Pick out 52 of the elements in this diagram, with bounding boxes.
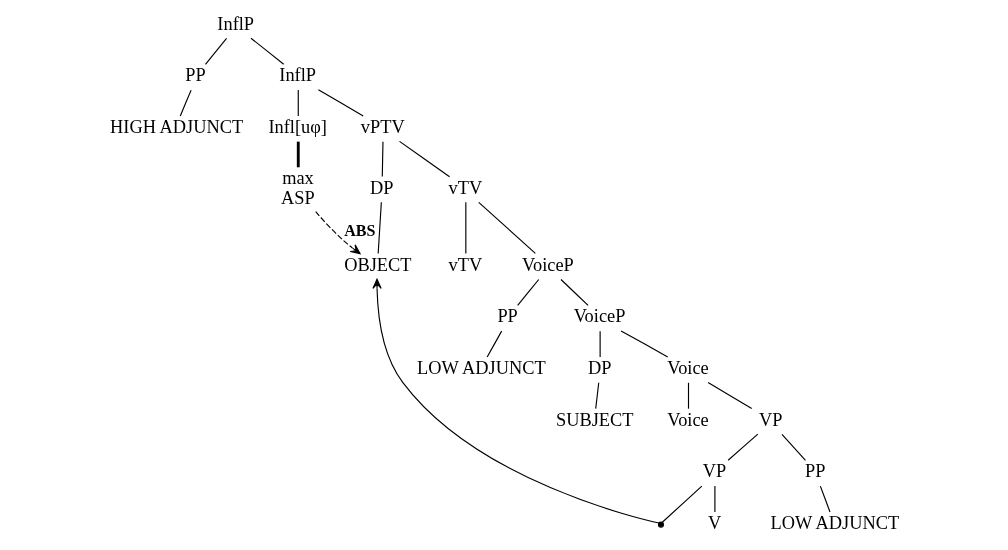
node-text: LOW ADJUNCT	[770, 513, 900, 533]
connector	[560, 278, 589, 306]
arrow	[315, 211, 361, 255]
node-text: vTV	[448, 177, 483, 198]
connector	[620, 330, 669, 358]
connector	[595, 382, 600, 410]
node-text: SUBJECT	[555, 409, 634, 430]
node-text: DP	[370, 177, 394, 198]
connector	[250, 37, 285, 65]
node-text: Voice	[667, 358, 709, 379]
connector	[381, 141, 384, 178]
node-text: HIGH ADJUNCT	[110, 117, 244, 138]
connector	[714, 485, 716, 513]
node-text: OBJECT	[344, 254, 412, 275]
connector	[297, 89, 299, 117]
node-text: LOW ADJUNCT	[417, 358, 546, 379]
node-text: Voice	[667, 409, 709, 430]
node-text: vPTV	[360, 117, 405, 138]
connector	[599, 330, 601, 358]
connector	[398, 140, 451, 178]
connector	[727, 433, 759, 461]
connector	[781, 433, 807, 461]
node-text: InflP	[217, 13, 255, 34]
node-text: vTV	[448, 254, 483, 275]
node-text: PP	[497, 306, 518, 327]
node-text: DP	[588, 358, 612, 379]
connector	[296, 141, 300, 168]
node-point	[657, 521, 664, 528]
node-text: VP	[702, 461, 727, 482]
node-text: max ASP	[281, 167, 315, 209]
connector	[687, 382, 690, 410]
connector	[377, 201, 382, 254]
connector	[317, 89, 364, 117]
node-text: PP	[805, 461, 826, 482]
node-text: V	[708, 513, 722, 533]
edge-label: ABS	[344, 221, 376, 239]
node-text: InflP	[279, 65, 317, 86]
connector	[819, 485, 831, 513]
node-text: PP	[185, 65, 206, 86]
connector	[179, 89, 192, 117]
connector	[707, 381, 753, 410]
connector	[465, 201, 467, 254]
node-text: Infl[uφ]	[268, 117, 327, 138]
node-text: VoiceP	[573, 306, 626, 327]
connector	[204, 37, 228, 65]
node-text: VP	[759, 409, 783, 430]
connector	[517, 278, 540, 306]
connector	[661, 485, 703, 523]
arrow	[372, 278, 660, 524]
connector	[486, 330, 503, 358]
connector	[478, 201, 536, 254]
node-text: VoiceP	[522, 254, 574, 275]
